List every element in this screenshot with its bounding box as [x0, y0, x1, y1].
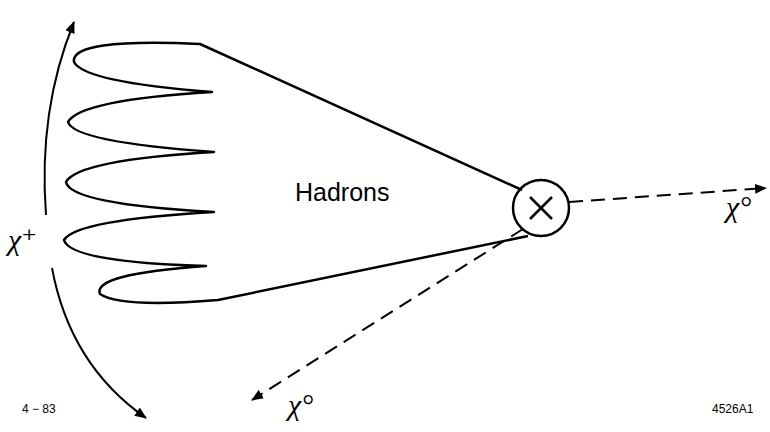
jet-outline [55, 35, 545, 315]
jet-outline-path [64, 43, 528, 303]
jet-label: Hadrons [295, 178, 390, 207]
figure-code: 4526A1 [712, 402, 753, 416]
particle-symbol: χ° [288, 388, 313, 422]
particle-symbol: χ° [726, 190, 751, 224]
particle-symbol: χ⁺ [8, 222, 37, 257]
date-code: 4 − 83 [22, 402, 56, 416]
neutralino-track [252, 229, 523, 400]
hadron-jet: Hadrons [55, 35, 545, 315]
cross-symbol [530, 197, 552, 219]
